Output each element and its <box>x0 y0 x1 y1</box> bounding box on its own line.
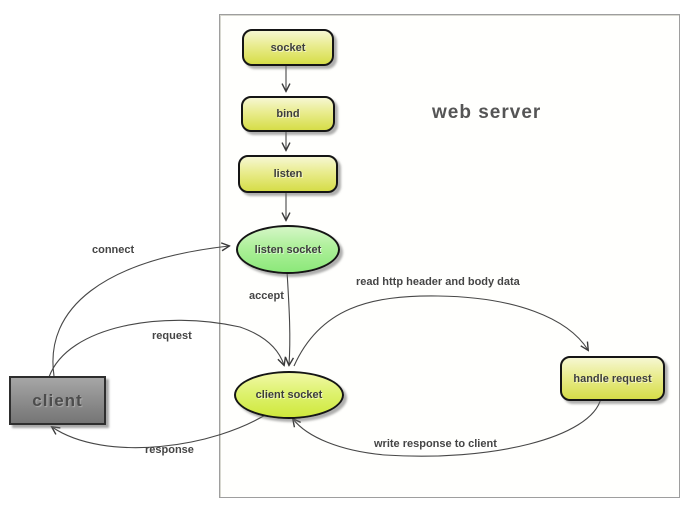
edge-request <box>48 319 284 378</box>
node-listen-label: listen <box>273 168 303 180</box>
edge-read-http <box>293 295 588 367</box>
edge-label-read-http: read http header and body data <box>356 276 520 288</box>
edge-write-response <box>293 397 602 457</box>
node-socket: socket <box>242 29 334 66</box>
node-handle-request-label: handle request <box>573 372 652 385</box>
node-handle-request: handle request <box>560 356 665 401</box>
node-bind: bind <box>241 96 335 132</box>
node-client: client <box>9 376 106 425</box>
edge-label-request: request <box>152 330 192 342</box>
edge-accept <box>287 270 290 365</box>
node-client-socket-label: client socket <box>255 389 323 401</box>
edge-label-connect: connect <box>92 244 135 256</box>
node-listen-socket: listen socket <box>236 225 340 274</box>
node-listen-socket-label: listen socket <box>254 243 322 256</box>
node-listen: listen <box>238 155 338 193</box>
edge-label-response: response <box>145 444 194 456</box>
node-client-socket: client socket <box>234 371 344 419</box>
edge-response <box>52 411 271 449</box>
node-bind-label: bind <box>276 108 300 120</box>
node-client-label: client <box>32 390 83 410</box>
node-socket-label: socket <box>270 41 306 54</box>
diagram-title: web server <box>432 102 542 123</box>
edge-label-write-response: write response to client <box>374 438 497 450</box>
edge-label-accept: accept <box>249 290 284 302</box>
edge-connect <box>52 246 229 377</box>
